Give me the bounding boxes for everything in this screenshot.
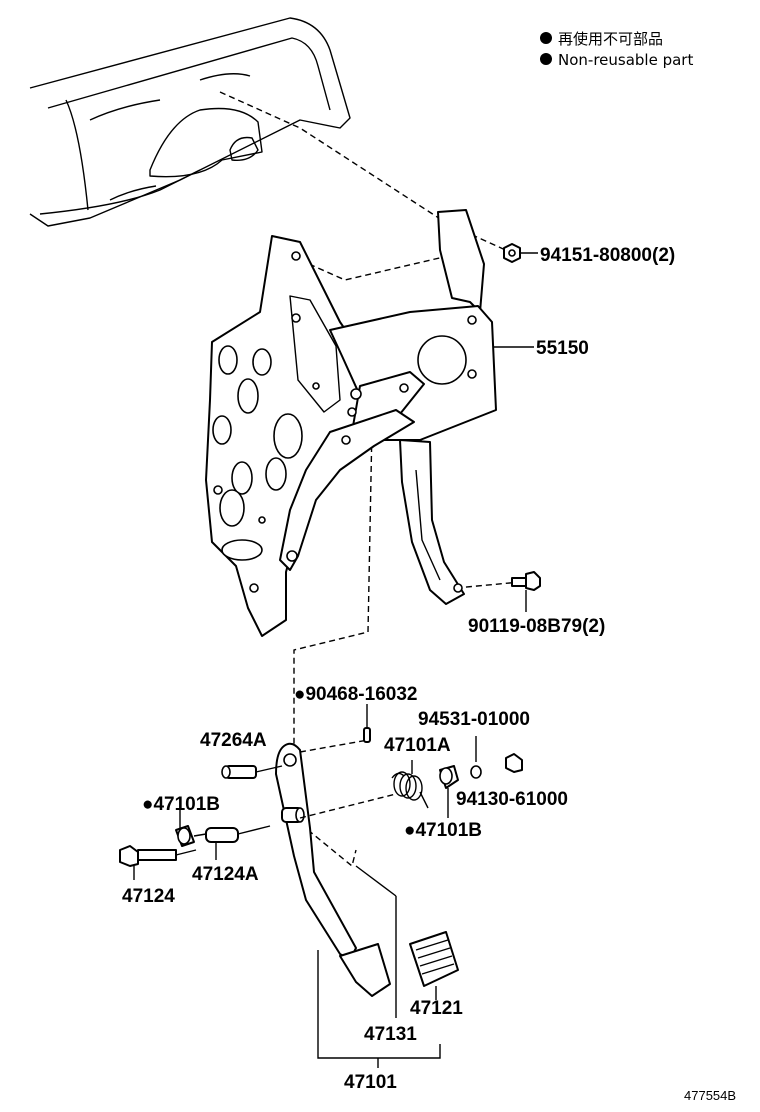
assembly-guides	[219, 91, 521, 868]
label-47101: 47101	[344, 1072, 397, 1093]
label-47101a: 47101A	[384, 735, 451, 756]
pedal-pad-drawing	[409, 931, 459, 1000]
part-labels: 94151-80800(2) 55150 90119-08B79(2) ●904…	[122, 245, 736, 1103]
legend: 再使用不可部品 Non-reusable part	[540, 30, 693, 69]
pedal-bracket	[205, 209, 497, 637]
label-47124: 47124	[122, 886, 175, 907]
bolt-90119-drawing	[511, 571, 541, 612]
label-47101b-left: ●47101B	[142, 794, 220, 815]
label-90119-08b79: 90119-08B79(2)	[468, 616, 605, 637]
legend-text-en: Non-reusable part	[558, 51, 693, 69]
spring-47101a-drawing	[391, 771, 429, 809]
figure-id: 477554B	[684, 1088, 736, 1103]
label-47101b-right: ●47101B	[404, 820, 482, 841]
legend-marker-en	[540, 53, 552, 65]
dash-panel-drawing	[29, 17, 351, 227]
bracket-bore	[417, 335, 467, 385]
hardware-upper	[494, 243, 541, 612]
label-47131: 47131	[364, 1024, 417, 1045]
label-94130-61000: 94130-61000	[456, 789, 568, 810]
label-47264a: 47264A	[200, 730, 267, 751]
label-47121: 47121	[410, 998, 463, 1019]
label-94151-80800: 94151-80800(2)	[540, 245, 675, 266]
pedal-assembly-drawing	[119, 704, 523, 1068]
legend-text-jp: 再使用不可部品	[558, 30, 663, 48]
label-55150: 55150	[536, 338, 589, 359]
legend-marker-jp	[540, 32, 552, 44]
label-47124a: 47124A	[192, 864, 259, 885]
label-90468-16032: ●90468-16032	[294, 684, 417, 705]
label-94531-01000: 94531-01000	[418, 709, 530, 730]
